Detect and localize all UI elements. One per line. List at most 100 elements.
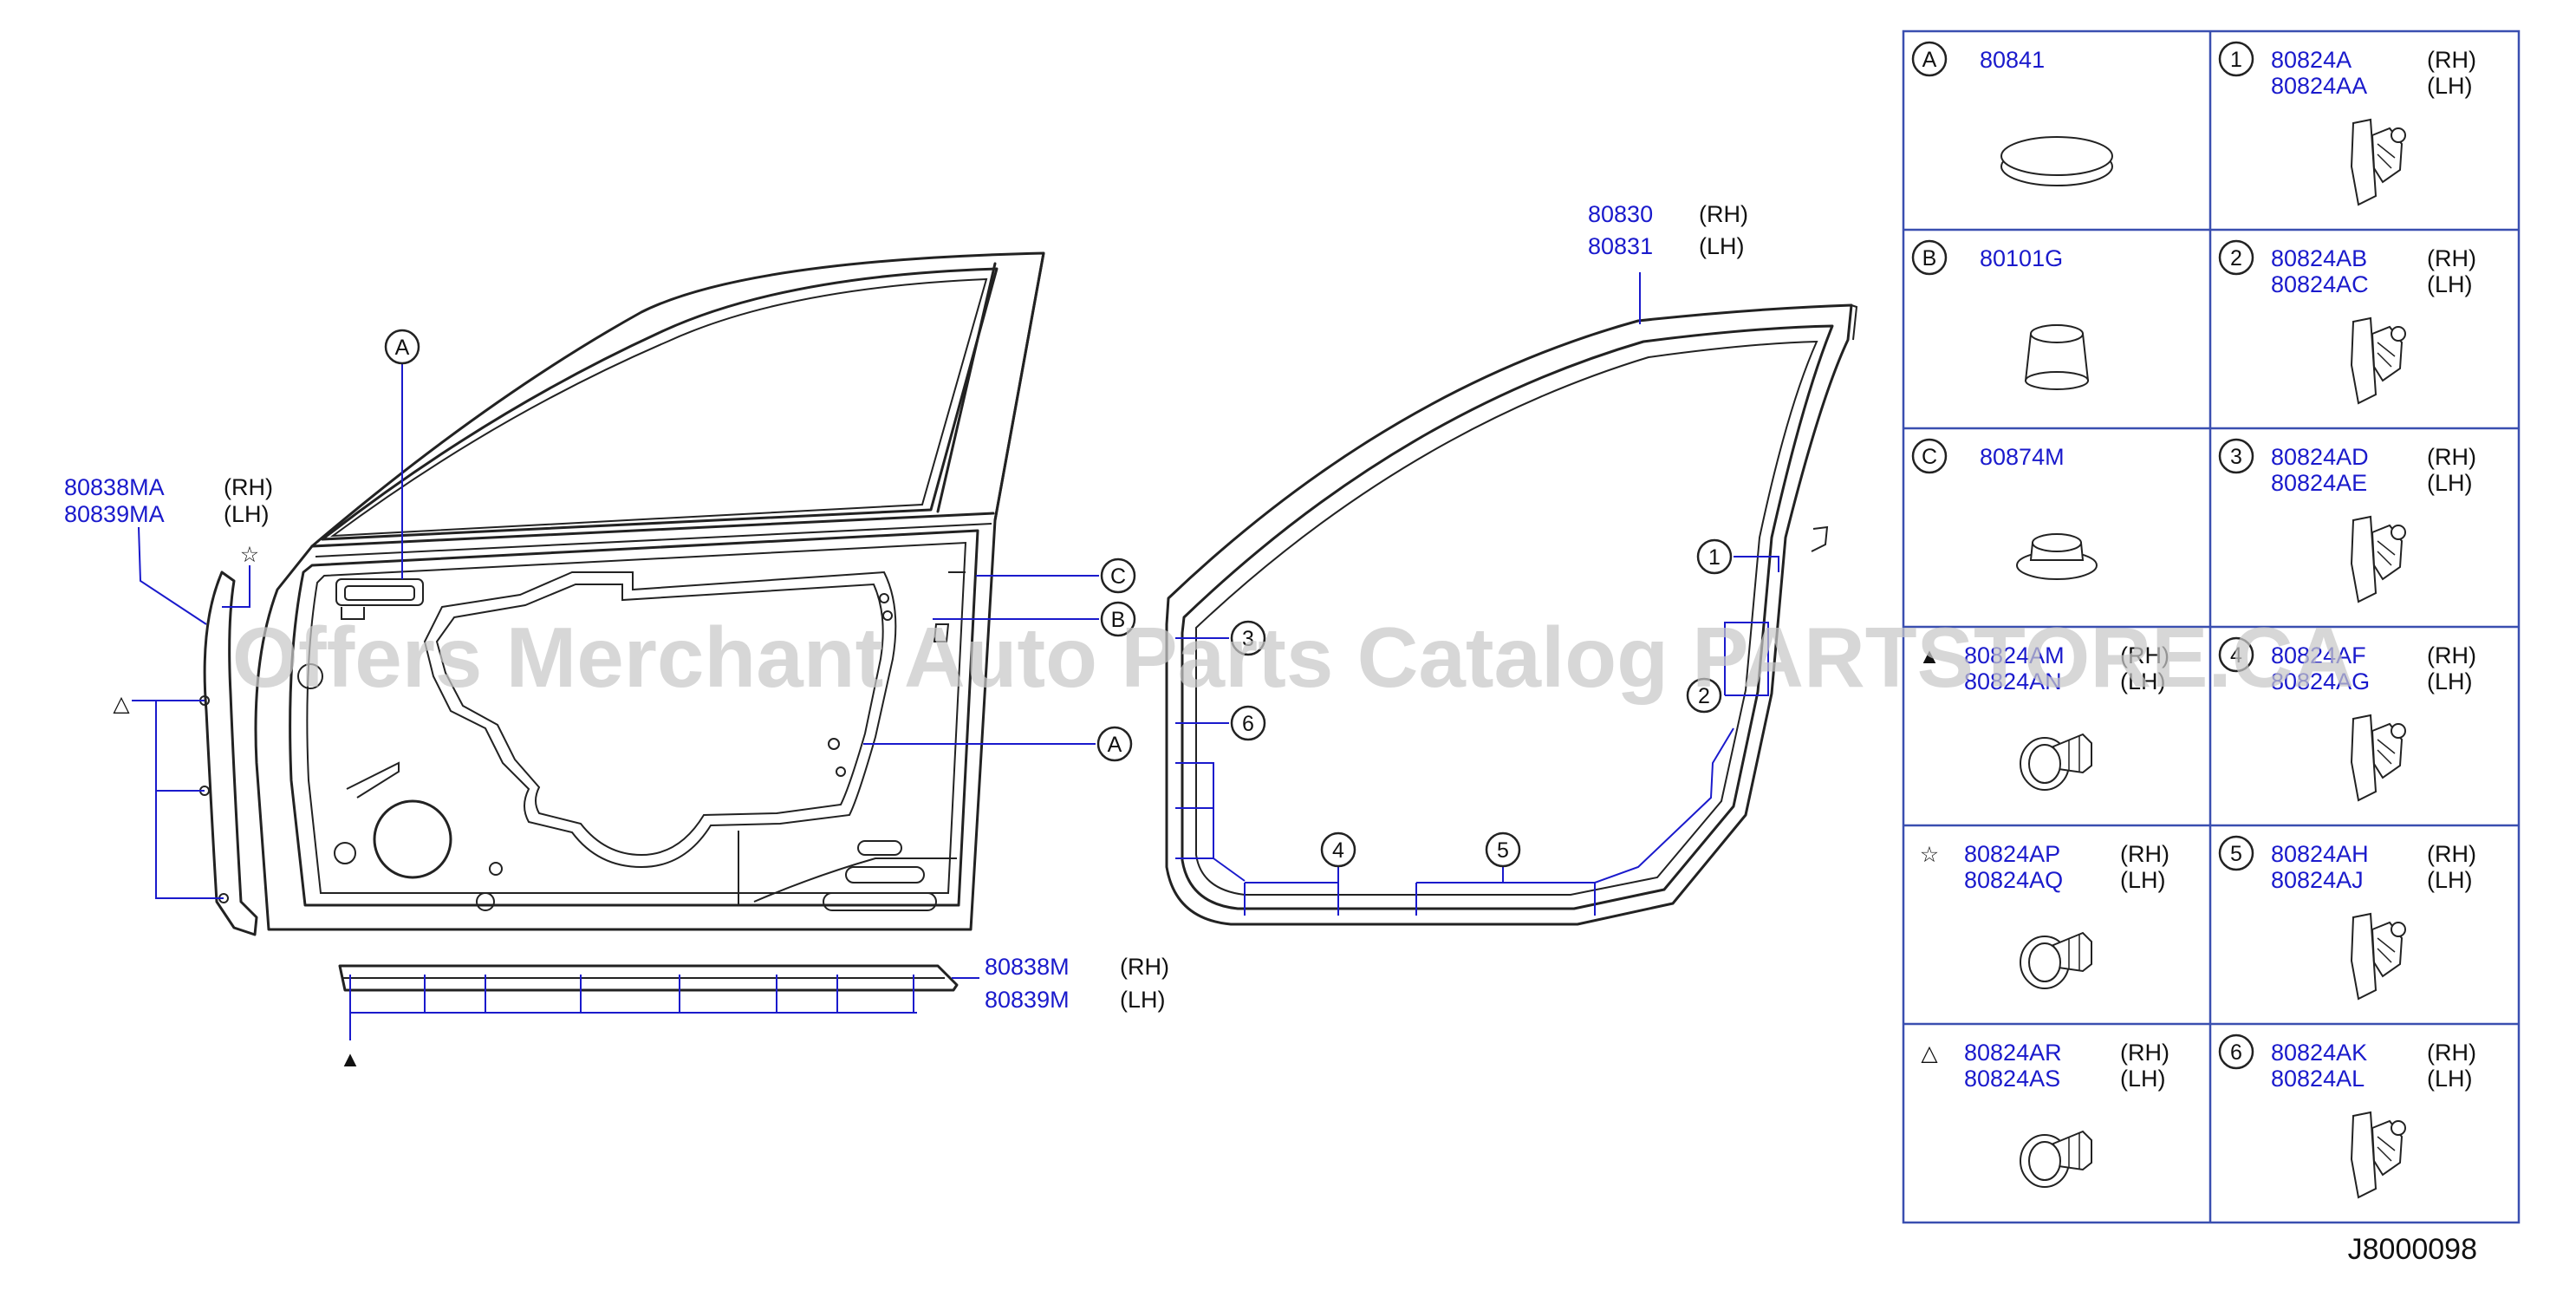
leader-lines [132,272,1779,1040]
mark-symbol: △ [1921,1041,1938,1066]
part-number-rh: 80101G [1980,245,2063,271]
marker-label: 6 [1242,712,1254,736]
marker-label: C [1110,564,1126,589]
part-number-lh: 80824AG [2271,668,2370,694]
side-rh: (RH) [1699,201,1748,227]
weatherstrip-clip-icon [2350,515,2406,603]
parts-cell-left-6: △ 80824AR (RH) 80824AS (LH) [1921,1040,2169,1188]
mark-circle [2218,636,2254,673]
part-number-rh: 80824AD [2271,444,2369,470]
part-number-lh: 80824AJ [2271,867,2364,893]
side-rh: (RH) [2427,841,2476,867]
diagram-code: J8000098 [2348,1233,2477,1266]
part-number-rh: 80824AR [1964,1040,2062,1066]
part-number-rh: 80838M [985,954,1070,980]
part-number-rh: 80824AF [2271,642,2366,668]
marker-label: 1 [1708,545,1721,570]
weatherstrip-clip-icon [2350,1111,2406,1199]
part-number-lh: 80839M [985,987,1070,1013]
mark-label: 6 [2230,1040,2242,1065]
marker-label: 2 [1698,684,1710,708]
weatherstrip-drawing [1165,303,1858,926]
mark-symbol: ▲ [1919,644,1941,668]
side-rh: (RH) [2120,841,2169,867]
weatherstrip-callout: 80830 (RH) 80831 (LH) [1588,201,1748,259]
part-number-lh: 80824AN [1964,668,2062,694]
side-lh: (LH) [2120,1066,2166,1092]
mark-circle [1911,438,1948,474]
filled-triangle-symbol: ▲ [340,1047,361,1072]
mark-circle [1911,41,1948,77]
mark-label: 1 [2230,48,2242,72]
side-lh: (LH) [1120,987,1166,1013]
side-rh: (RH) [2120,1040,2169,1066]
marker-label: 4 [1332,838,1344,863]
marker-6: 6 [1230,705,1266,741]
side-lh: (LH) [2427,867,2473,893]
mark-circle [1911,239,1948,276]
part-number-rh: 80841 [1980,47,2045,73]
part-number-lh: 80824AA [2271,73,2367,99]
side-lh: (LH) [2427,271,2473,297]
mark-label: 5 [2230,842,2242,866]
mark-symbol: ☆ [1920,843,1939,867]
marker-3: 3 [1230,620,1266,656]
lower-seal-callout: 80838M (RH) 80839M (LH) [985,954,1169,1013]
side-lh: (LH) [2427,668,2473,694]
side-rh: (RH) [1120,954,1169,980]
part-number-rh: 80838MA [64,474,165,500]
door-shell-drawing [254,251,1045,931]
side-lh: (LH) [1699,233,1745,259]
parts-cell-left-1: A 80841 [1911,41,2113,186]
part-number-rh: 80824AM [1964,642,2065,668]
marker-label: A [395,336,410,360]
weatherstrip-clip-icon [2350,714,2406,802]
part-number-lh: 80839MA [64,501,165,527]
part-number-lh: 80824AL [2271,1066,2365,1092]
marker-a-top: A [384,329,420,365]
mark-label: C [1922,445,1937,469]
side-rh: (RH) [2427,47,2476,73]
mark-label: 4 [2230,643,2242,668]
side-lh: (LH) [2120,867,2166,893]
parts-cell-left-4: ▲80824AM(RH)80824AN(LH) [1919,642,2169,791]
front-seal-callout: 80838MA (RH) 80839MA (LH) [64,474,273,527]
part-number-rh: 80830 [1588,201,1653,227]
weatherstrip-clip-icon [2350,912,2406,1001]
push-clip-icon [2020,733,2092,791]
mark-circle [2218,239,2254,276]
part-number-lh: 80824AS [1964,1066,2060,1092]
part-number-lh: 80831 [1588,233,1653,259]
side-lh: (LH) [2120,668,2166,694]
side-lh: (LH) [2427,1066,2473,1092]
part-number-rh: 80824AP [1964,841,2060,867]
triangle-symbol: △ [113,692,130,716]
mark-label: 2 [2230,246,2242,271]
weatherstrip-clip-icon [2350,118,2406,206]
part-number-rh: 80824AK [2271,1040,2367,1066]
mark-circle [2218,438,2254,474]
side-rh: (RH) [2427,245,2476,271]
marker-a-right: A [1096,726,1133,762]
marker-1: 1 [1696,538,1733,575]
mark-label: A [1922,48,1937,72]
mark-circle [2218,1033,2254,1070]
side-rh: (RH) [2427,444,2476,470]
push-clip-icon [2020,1130,2092,1188]
parts-cell-left-5: ☆ 80824AP (RH) 80824AQ (LH) [1920,841,2169,989]
marker-label: A [1108,733,1122,757]
part-number-lh: 80824AQ [1964,867,2063,893]
lower-seal-drawing [338,964,959,992]
part-number-lh: 80824AC [2271,271,2369,297]
mark-label: 3 [2230,445,2242,469]
side-lh: (LH) [2427,470,2473,496]
push-clip-icon [2020,931,2092,989]
marker-4: 4 [1320,831,1356,868]
